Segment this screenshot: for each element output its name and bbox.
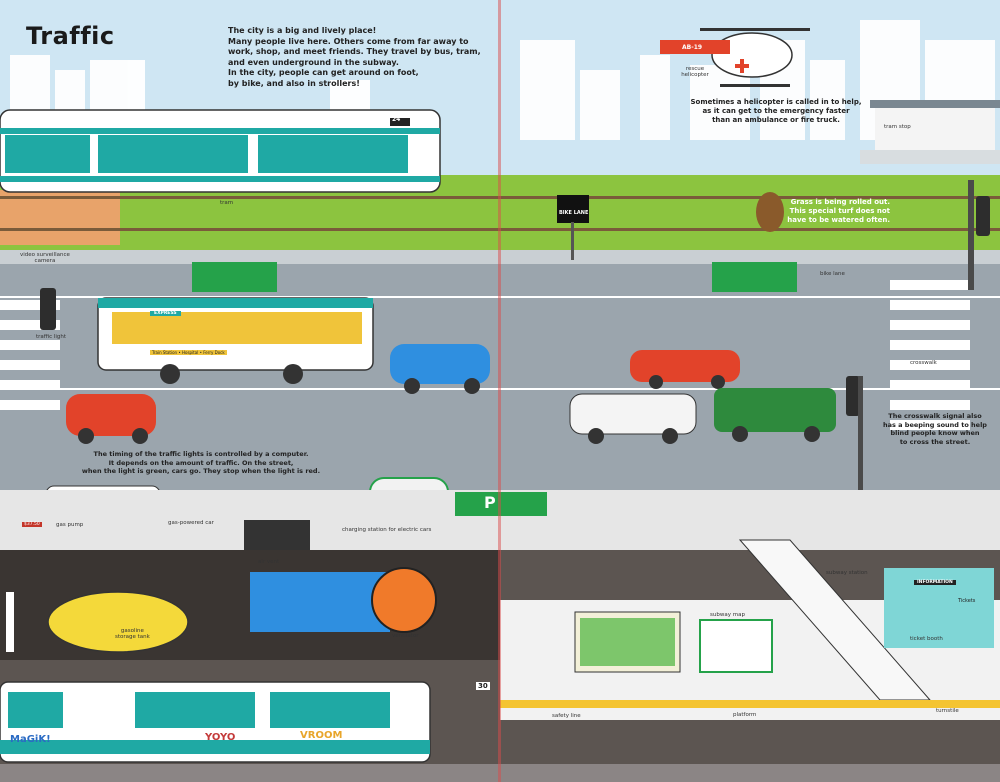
label-crosswalk: crosswalk xyxy=(910,360,937,366)
label-line: storage tank xyxy=(115,634,150,640)
label-subway-station: subway station xyxy=(826,570,868,576)
label-traffic-light: traffic light xyxy=(36,334,67,340)
crosswalk-line: The crosswalk signal also xyxy=(888,412,982,420)
subway-map xyxy=(699,619,773,673)
traffic-light-line: The timing of the traffic lights is cont… xyxy=(93,450,309,458)
intro-line: In the city, people can get around on fo… xyxy=(228,68,419,77)
bike-lane-marking xyxy=(712,262,797,292)
label-tram-stop: tram stop xyxy=(884,124,911,130)
helicopter-id: AB-19 xyxy=(682,44,703,51)
bike-lane-marking xyxy=(192,262,277,292)
bike-lane-sign: BIKE LANE xyxy=(559,210,589,216)
grass-line: Grass is being rolled out. xyxy=(790,198,890,206)
tickets-sign: Tickets xyxy=(958,598,976,604)
helicopter-line: than an ambulance or fire truck. xyxy=(712,116,840,124)
bus-route-sign: Train Station • Hospital • Ferry Dock xyxy=(150,350,227,355)
label-line: helicopter xyxy=(681,72,709,78)
label-line: camera xyxy=(34,258,56,264)
label-turnstile: turnstile xyxy=(936,708,959,714)
gasoline-storage-tank xyxy=(47,591,189,653)
helicopter-line: Sometimes a helicopter is called in to h… xyxy=(690,98,862,106)
tram-number: 24 xyxy=(392,116,401,123)
label-line: rescue xyxy=(685,66,705,72)
label-tram: tram xyxy=(220,200,234,206)
label-ventilator: ventilator xyxy=(392,633,419,639)
subway-sign-number: 30 xyxy=(476,682,490,690)
crosswalk-line: has a beeping sound to help xyxy=(883,420,987,429)
crosswalk-line: to cross the street. xyxy=(899,437,971,446)
label-platform: platform xyxy=(733,712,757,718)
label-line: gasoline xyxy=(120,628,144,634)
grass-paragraph: Grass is being rolled out. This special … xyxy=(780,198,890,225)
ventilator-housing xyxy=(250,572,390,632)
intro-line: work, shop, and meet friends. They trave… xyxy=(228,47,481,56)
crosswalk-line: blind people know when xyxy=(890,429,980,437)
intro-line: by bike, and also in strollers! xyxy=(228,78,360,88)
ventilator-fan xyxy=(371,567,437,633)
traffic-light-paragraph: The timing of the traffic lights is cont… xyxy=(56,450,346,476)
gas-price: $37.50 xyxy=(22,522,42,527)
rescue-helicopter xyxy=(660,28,810,87)
label-ticket-booth: ticket booth xyxy=(910,636,943,642)
graffiti-3: VROOM xyxy=(300,730,343,741)
grass-line: This special turf does not xyxy=(789,207,890,215)
helicopter-line: as it can get to the emergency faster xyxy=(702,107,850,115)
intro-paragraph: The city is a big and lively place! Many… xyxy=(228,26,498,89)
crosswalk-paragraph: The crosswalk signal also has a beeping … xyxy=(880,412,990,446)
label-gas-powered-car: gas-powered car xyxy=(168,520,214,526)
label-subway-map: subway map xyxy=(710,612,745,618)
label-air-vent: air vent xyxy=(258,559,280,565)
helicopter-paragraph: Sometimes a helicopter is called in to h… xyxy=(676,98,876,125)
label-charging-station: charging station for electric cars xyxy=(342,527,432,533)
intro-line: and even underground in the subway. xyxy=(228,57,399,67)
subway-train xyxy=(0,681,431,763)
crosswalk-stripes xyxy=(0,280,970,430)
tram xyxy=(0,109,441,193)
page-title: Traffic xyxy=(26,22,115,50)
label-line: video surveillance xyxy=(20,252,70,258)
graffiti-1: MaGiK! xyxy=(10,734,51,745)
label-bike-lane: bike lane xyxy=(820,271,845,277)
information-sign: INFORMATION xyxy=(914,580,956,585)
label-safety-line: safety line xyxy=(552,713,581,719)
graffiti-2: YOYO xyxy=(205,732,236,743)
intro-line: The city is a big and lively place! xyxy=(228,26,377,35)
traffic-light-line: when the light is green, cars go. They s… xyxy=(81,467,321,475)
label-gas-pump: gas pump xyxy=(56,522,84,528)
parking-sign: P xyxy=(484,493,496,512)
traffic-lights xyxy=(40,180,990,506)
bus-express-sign: EXPRESS xyxy=(150,311,181,316)
grass-line: have to be watered often. xyxy=(787,216,890,224)
traffic-light-line: It depends on the amount of traffic. On … xyxy=(108,458,294,467)
intro-line: Many people live here. Others come from … xyxy=(228,36,469,46)
